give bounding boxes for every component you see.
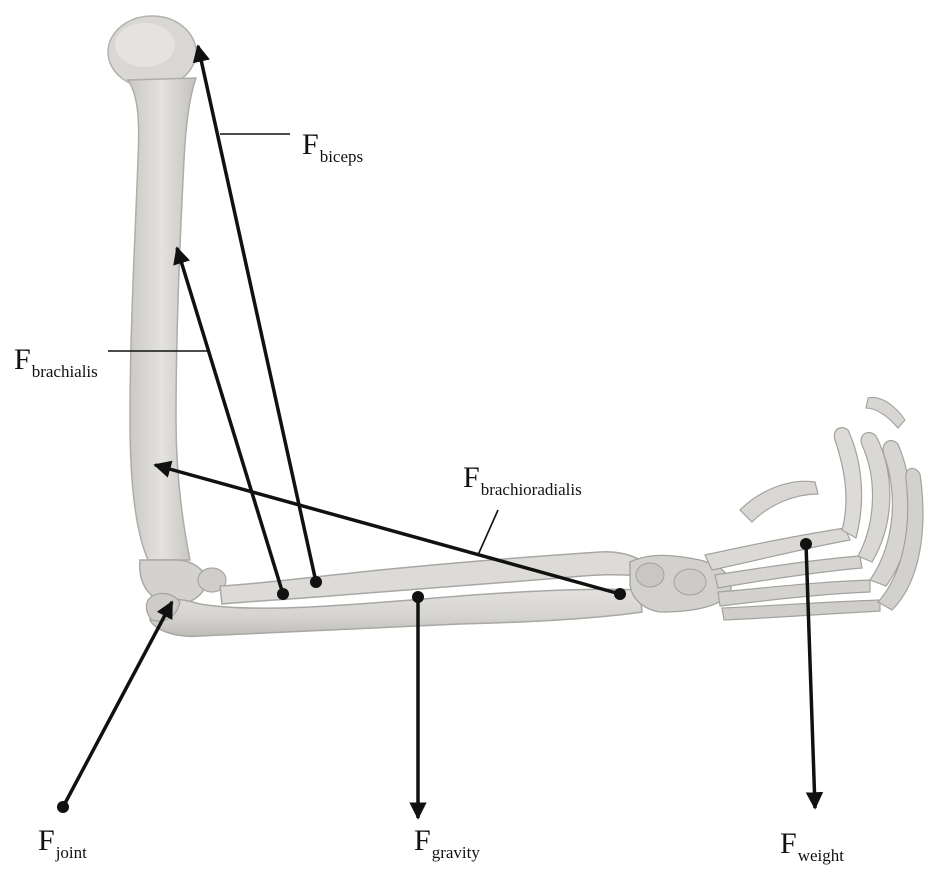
biceps-force-arrow: [198, 46, 316, 582]
humerus-bone: [108, 16, 226, 604]
gravity-label: Fgravity: [414, 826, 480, 856]
hand-bones: [630, 397, 923, 620]
brachioradialis-label: Fbrachioradialis: [463, 463, 582, 493]
weight-label: Fweight: [780, 829, 844, 859]
brachialis-label: Fbrachialis: [14, 345, 98, 375]
brachioradialis-insertion-point: [614, 588, 626, 600]
brachioradialis-leader-line: [478, 510, 498, 555]
center-of-gravity-point: [412, 591, 424, 603]
joint-force-arrow: [63, 602, 172, 807]
brachialis-insertion-point: [277, 588, 289, 600]
biceps-insertion-point: [310, 576, 322, 588]
forearm-bones: [146, 552, 642, 636]
joint-point: [57, 801, 69, 813]
brachialis-force-arrow: [177, 248, 283, 594]
weight-point: [800, 538, 812, 550]
biceps-label: Fbiceps: [302, 130, 363, 160]
joint-label: Fjoint: [38, 826, 87, 856]
